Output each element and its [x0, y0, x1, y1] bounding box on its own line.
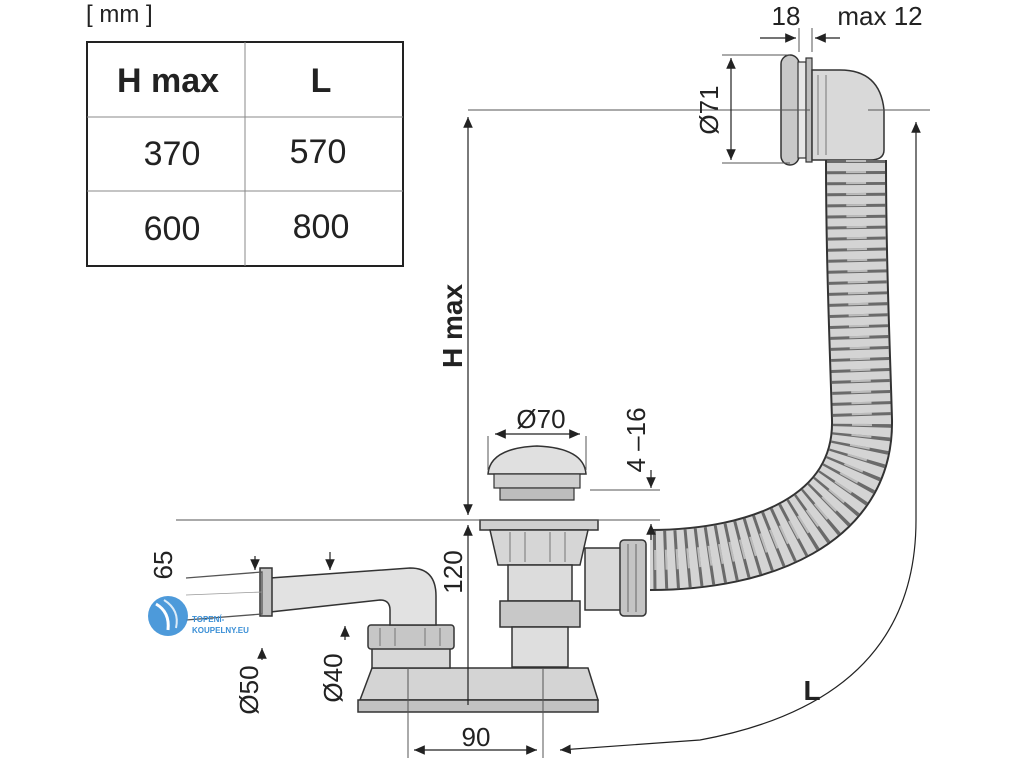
table-cell: 370	[144, 135, 201, 173]
dim-65: 65	[148, 551, 178, 580]
trap-body	[357, 624, 600, 713]
table-cell: 570	[290, 133, 347, 171]
table-cell: 600	[144, 210, 201, 248]
table-cell: 800	[293, 208, 350, 246]
dim-l: L	[803, 675, 820, 706]
brand-logo: TOPENÍ- KOUPELNY.EU	[148, 596, 249, 636]
dim-d50: Ø50	[234, 665, 264, 714]
dim-max12: max 12	[837, 1, 922, 31]
dim-18: 18	[772, 1, 801, 31]
outlet-pipe	[185, 567, 437, 626]
logo-line1: TOPENÍ-	[192, 615, 225, 624]
dim-90: 90	[462, 722, 491, 752]
table-header-l: L	[311, 62, 332, 100]
dim-d70: Ø70	[516, 404, 565, 434]
corrugated-hose	[649, 159, 894, 591]
logo-line2: KOUPELNY.EU	[192, 626, 249, 635]
dimension-table: H max L 370 570 600 800	[86, 41, 404, 267]
dim-d40: Ø40	[318, 653, 348, 702]
dim-120: 120	[438, 550, 468, 593]
unit-label: [ mm ]	[86, 1, 153, 28]
drain-plug	[479, 445, 599, 668]
hose-connector	[584, 539, 647, 617]
dimension-lines	[250, 33, 921, 755]
table-header-hmax: H max	[117, 62, 219, 100]
dim-4-16: 4 –16	[621, 407, 651, 472]
dim-hmax: H max	[437, 284, 468, 368]
dim-d71: Ø71	[694, 85, 724, 134]
